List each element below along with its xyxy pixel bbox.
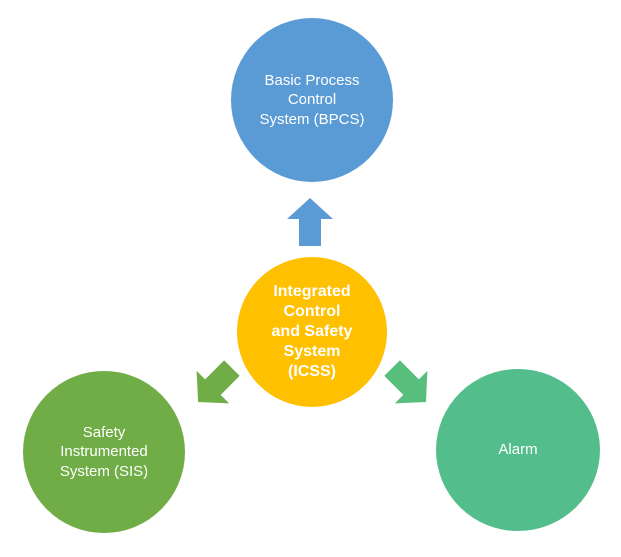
node-bpcs-label: Basic Process Control System (BPCS) (259, 71, 365, 128)
arrow-up-shape (287, 198, 333, 246)
arrow-up-to-bpcs-icon (287, 198, 333, 246)
node-sis-label: Safety Instrumented System (SIS) (59, 423, 149, 480)
arrow-right-shape (384, 360, 428, 404)
arrow-down-left-to-sis-icon (196, 360, 240, 404)
node-alarm-circle: Alarm (436, 369, 600, 531)
node-alarm-label: Alarm (498, 441, 538, 459)
arrow-left-shape (196, 360, 240, 404)
node-bpcs-circle: Basic Process Control System (BPCS) (231, 18, 393, 182)
node-sis-circle: Safety Instrumented System (SIS) (23, 371, 185, 533)
node-icss-circle: Integrated Control and Safety System (IC… (237, 257, 387, 407)
node-icss-label: Integrated Control and Safety System (IC… (271, 283, 353, 380)
arrow-down-right-to-alarm-icon (384, 360, 428, 404)
